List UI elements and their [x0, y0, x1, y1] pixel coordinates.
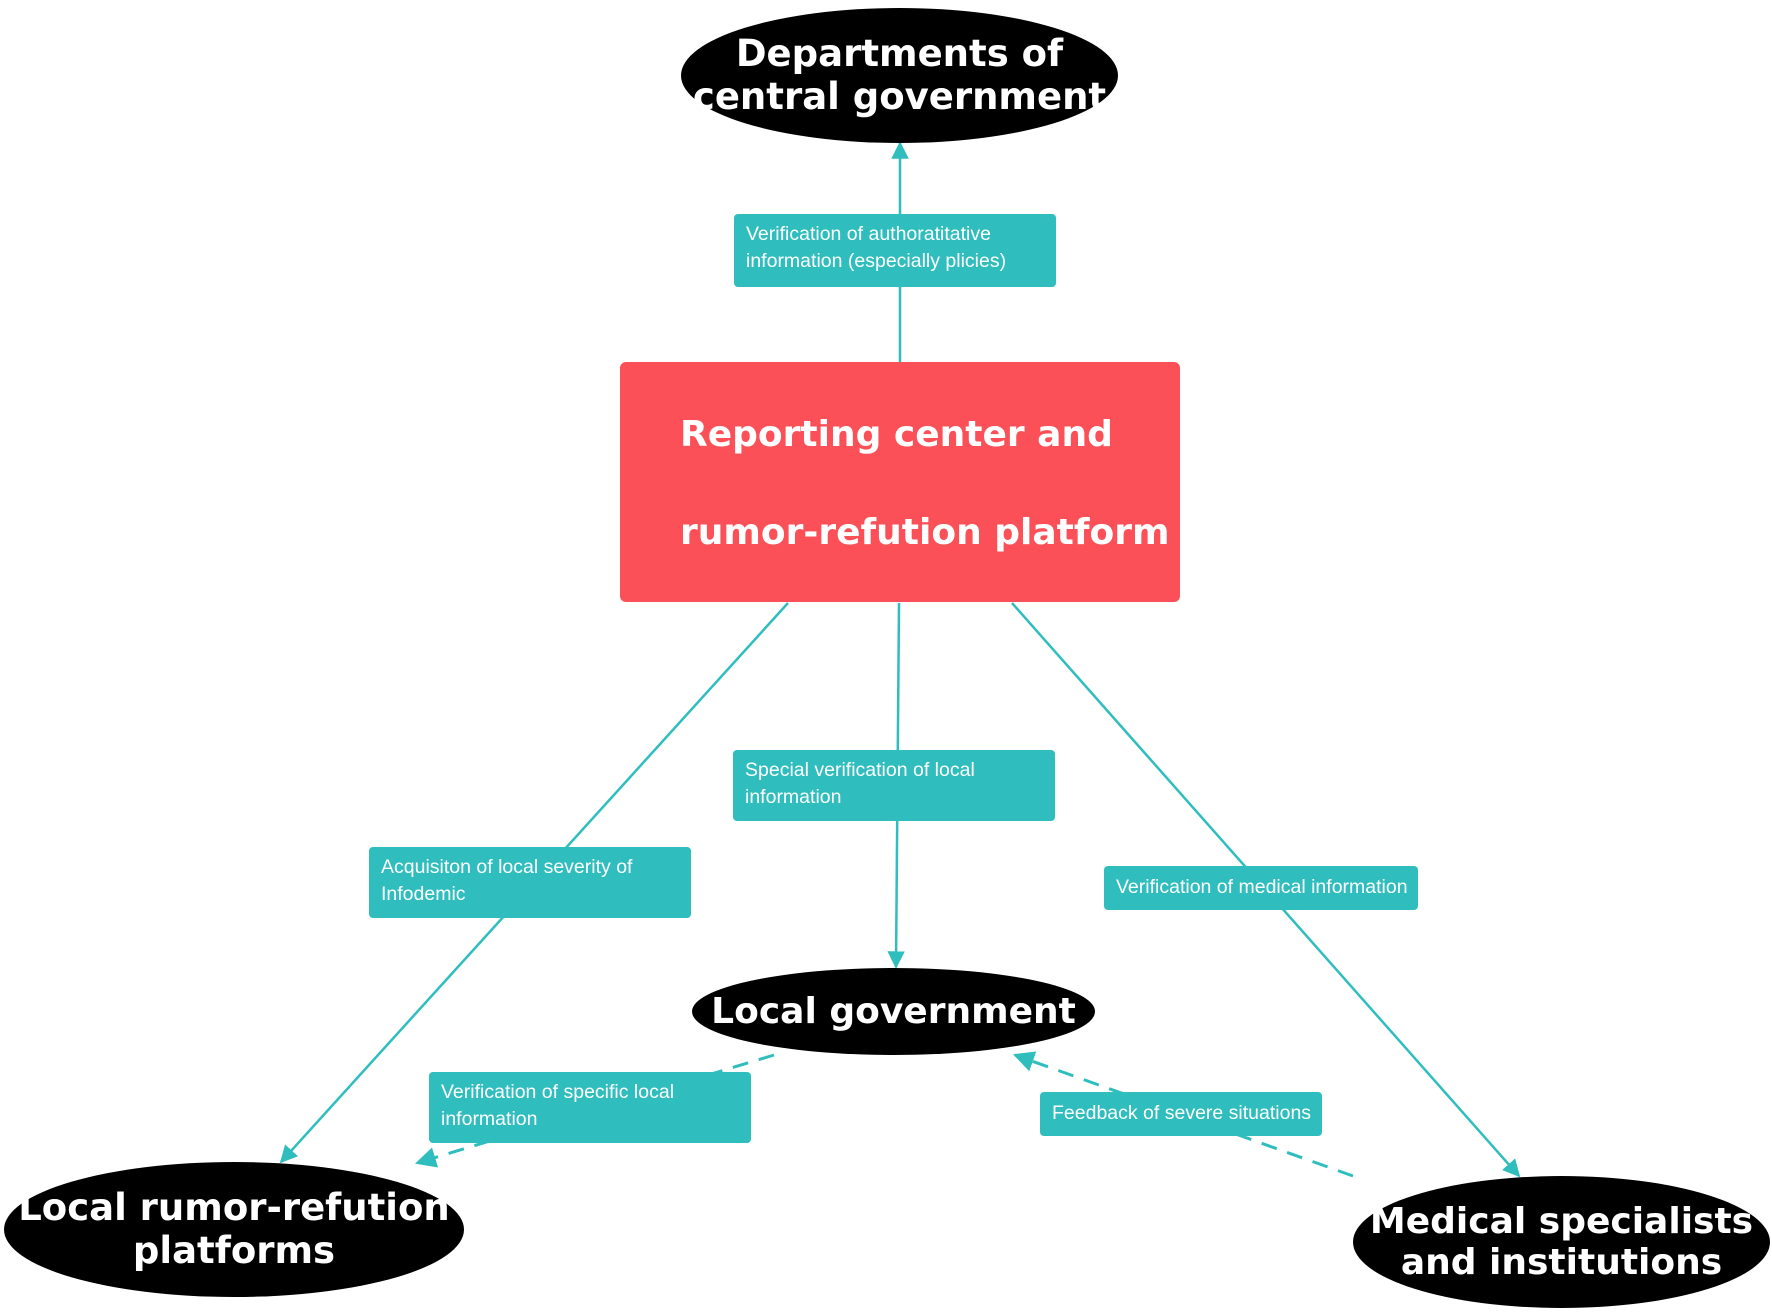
label-acquisition-local-severity-line2: Infodemic [381, 883, 466, 905]
node-central-government-line2: central government [692, 74, 1107, 118]
label-special-verification-local: Special verification of local informatio… [733, 750, 1055, 821]
edge-medical-to-local-government [1013, 1051, 1354, 1178]
label-verification-specific-local: Verification of specific local informati… [429, 1072, 751, 1143]
label-verification-medical: Verification of medical information [1104, 866, 1418, 910]
node-medical-specialists: Medical specialists and institutions [1353, 1176, 1770, 1308]
node-medical-specialists-line2: and institutions [1400, 1242, 1723, 1283]
node-local-government: Local government [692, 968, 1095, 1055]
node-reporting-center: Reporting center and rumor-refution plat… [620, 362, 1180, 602]
label-verification-specific-local-line1: Verification of specific local [441, 1081, 675, 1103]
node-local-platforms: Local rumor-refution platforms [4, 1162, 464, 1297]
label-verification-specific-local-line2: information [441, 1108, 538, 1130]
label-verification-authoritative-line1: Verification of authoratitative [746, 223, 991, 245]
label-feedback-severe: Feedback of severe situations [1040, 1092, 1322, 1136]
label-verification-authoritative: Verification of authoratitative informat… [734, 214, 1056, 287]
node-central-government: Departments of central government [681, 8, 1118, 143]
label-special-verification-local-line2: information [745, 786, 842, 808]
label-verification-authoritative-line2: information (especially plicies) [746, 250, 1007, 272]
node-medical-specialists-line1: Medical specialists [1369, 1200, 1754, 1242]
node-local-government-line1: Local government [711, 990, 1076, 1032]
node-reporting-center-line1: Reporting center and [680, 414, 1113, 455]
node-local-platforms-line2: platforms [132, 1228, 336, 1272]
label-verification-medical-line1: Verification of medical information [1116, 876, 1408, 898]
node-reporting-center-line2: rumor-refution platform [680, 512, 1170, 553]
node-local-platforms-line1: Local rumor-refution [18, 1185, 450, 1229]
label-feedback-severe-line1: Feedback of severe situations [1052, 1102, 1312, 1124]
label-acquisition-local-severity: Acquisiton of local severity of Infodemi… [369, 847, 691, 918]
label-special-verification-local-line1: Special verification of local [745, 759, 975, 781]
node-central-government-line1: Departments of [735, 31, 1064, 75]
label-acquisition-local-severity-line1: Acquisiton of local severity of [381, 856, 633, 878]
